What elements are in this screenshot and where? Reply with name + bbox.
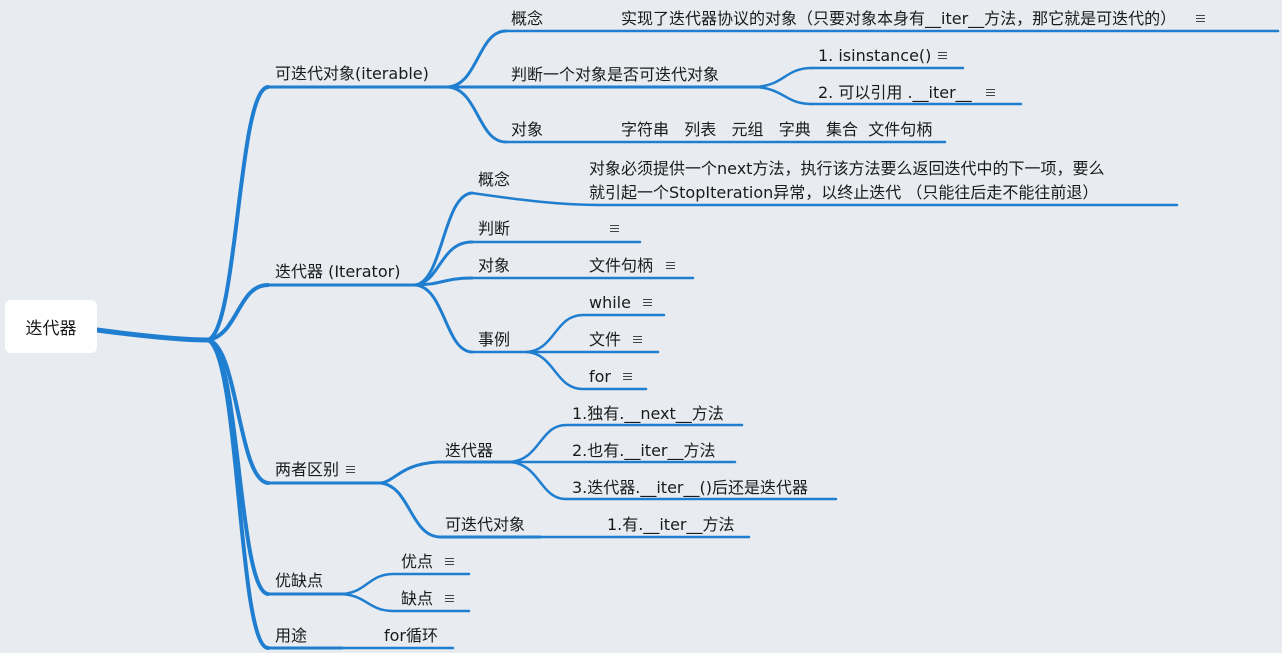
node-pros-cons[interactable]: 优缺点 bbox=[275, 571, 323, 591]
node-iterable-concept-label: 概念 bbox=[511, 9, 544, 28]
node-iterable-judge-1-label: 1. isinstance() bbox=[818, 46, 932, 65]
node-cons-label: 缺点 bbox=[401, 589, 434, 608]
node-iterable-concept-text-label: 实现了迭代器协议的对象（只要对象本身有__iter__方法，那它就是可迭代的） bbox=[621, 9, 1177, 28]
node-example-for-label: for bbox=[589, 367, 611, 386]
node-iterator-examples-label: 事例 bbox=[478, 330, 511, 349]
node-iterator-concept-line1: 对象必须提供一个next方法，执行该方法要么返回迭代中的下一项，要么 bbox=[589, 159, 1105, 178]
node-iterable[interactable]: 可迭代对象(iterable) bbox=[275, 64, 429, 84]
node-example-for[interactable]: for bbox=[589, 367, 632, 387]
node-iterator-judge[interactable]: 判断 bbox=[478, 219, 620, 239]
note-icon[interactable] bbox=[623, 372, 632, 381]
node-iterable-label: 可迭代对象(iterable) bbox=[275, 64, 429, 83]
root-node[interactable]: 迭代器 bbox=[5, 300, 97, 353]
node-usage[interactable]: 用途 bbox=[275, 626, 307, 646]
node-iterable-objects[interactable]: 对象 bbox=[511, 120, 543, 140]
node-pros-cons-label: 优缺点 bbox=[275, 571, 324, 590]
node-iterator-objects[interactable]: 对象 bbox=[478, 256, 510, 276]
node-iterator-concept-text[interactable]: 对象必须提供一个next方法，执行该方法要么返回迭代中的下一项，要么 就引起一个… bbox=[589, 157, 1104, 205]
note-icon[interactable] bbox=[346, 465, 356, 474]
note-icon[interactable] bbox=[633, 335, 643, 344]
node-iterable-objects-text-label: 字符串 列表 元组 字典 集合 文件句柄 bbox=[621, 120, 933, 139]
note-icon[interactable] bbox=[666, 261, 676, 270]
node-iterator-concept-label: 概念 bbox=[478, 170, 511, 189]
node-pros[interactable]: 优点 bbox=[401, 552, 455, 572]
node-diff-iter-3[interactable]: 3.迭代器.__iter__()后还是迭代器 bbox=[572, 478, 808, 498]
node-example-while-label: while bbox=[589, 293, 631, 312]
node-iterable-concept[interactable]: 概念 bbox=[511, 9, 543, 29]
node-usage-text-label: for循环 bbox=[384, 626, 439, 645]
node-diff-iterable-label: 可迭代对象 bbox=[445, 515, 526, 534]
node-iterator-objects-text[interactable]: 文件句柄 bbox=[589, 256, 676, 276]
node-iterable-judge-1[interactable]: 1. isinstance() bbox=[818, 46, 948, 66]
node-iterator-label: 迭代器 (Iterator) bbox=[275, 262, 401, 281]
note-icon[interactable] bbox=[1196, 14, 1206, 23]
node-iterator-objects-text-label: 文件句柄 bbox=[589, 256, 654, 275]
node-diff-iter-3-label: 3.迭代器.__iter__()后还是迭代器 bbox=[572, 478, 808, 497]
node-iterable-judge-label: 判断一个对象是否可迭代对象 bbox=[511, 65, 720, 84]
note-icon[interactable] bbox=[445, 594, 455, 603]
node-iterable-judge-2-label: 2. 可以引用 .__iter__ bbox=[818, 83, 972, 102]
node-example-file[interactable]: 文件 bbox=[589, 330, 643, 350]
node-diff-iterator-label: 迭代器 bbox=[445, 441, 494, 460]
node-iterator-judge-label: 判断 bbox=[478, 219, 511, 238]
node-pros-label: 优点 bbox=[401, 552, 434, 571]
node-iterator[interactable]: 迭代器 (Iterator) bbox=[275, 262, 400, 282]
note-icon[interactable] bbox=[610, 224, 620, 233]
node-usage-text[interactable]: for循环 bbox=[384, 626, 438, 646]
node-cons[interactable]: 缺点 bbox=[401, 589, 455, 609]
node-iterator-concept-line2: 就引起一个StopIteration异常，以终止迭代 （只能往后走不能往前退） bbox=[589, 183, 1099, 202]
node-iterable-concept-text[interactable]: 实现了迭代器协议的对象（只要对象本身有__iter__方法，那它就是可迭代的） bbox=[621, 9, 1206, 29]
node-diff-iterable-1-label: 1.有.__iter__方法 bbox=[607, 515, 735, 534]
note-icon[interactable] bbox=[938, 51, 948, 60]
node-iterable-judge[interactable]: 判断一个对象是否可迭代对象 bbox=[511, 65, 719, 85]
node-iterable-objects-text[interactable]: 字符串 列表 元组 字典 集合 文件句柄 bbox=[621, 120, 932, 140]
node-iterator-concept[interactable]: 概念 bbox=[478, 170, 510, 190]
node-iterator-examples[interactable]: 事例 bbox=[478, 330, 510, 350]
note-icon[interactable] bbox=[642, 298, 652, 307]
node-diff-iterable-1[interactable]: 1.有.__iter__方法 bbox=[607, 515, 735, 535]
note-icon[interactable] bbox=[445, 557, 455, 566]
node-usage-label: 用途 bbox=[275, 626, 308, 645]
root-label: 迭代器 bbox=[25, 319, 77, 339]
node-diff-iter-2-label: 2.也有.__iter__方法 bbox=[572, 441, 716, 460]
node-diff-iter-1[interactable]: 1.独有.__next__方法 bbox=[572, 404, 724, 424]
node-diff-label: 两者区别 bbox=[275, 460, 340, 479]
node-example-file-label: 文件 bbox=[589, 330, 622, 349]
node-iterator-objects-label: 对象 bbox=[478, 256, 511, 275]
note-icon[interactable] bbox=[985, 88, 995, 97]
node-diff-iterable[interactable]: 可迭代对象 bbox=[445, 515, 525, 535]
node-diff-iter-1-label: 1.独有.__next__方法 bbox=[572, 404, 724, 423]
node-iterable-judge-2[interactable]: 2. 可以引用 .__iter__ bbox=[818, 83, 995, 103]
node-diff-iterator[interactable]: 迭代器 bbox=[445, 441, 493, 461]
node-example-while[interactable]: while bbox=[589, 293, 652, 313]
node-iterable-objects-label: 对象 bbox=[511, 120, 544, 139]
node-diff-iter-2[interactable]: 2.也有.__iter__方法 bbox=[572, 441, 716, 461]
node-diff[interactable]: 两者区别 bbox=[275, 460, 356, 480]
